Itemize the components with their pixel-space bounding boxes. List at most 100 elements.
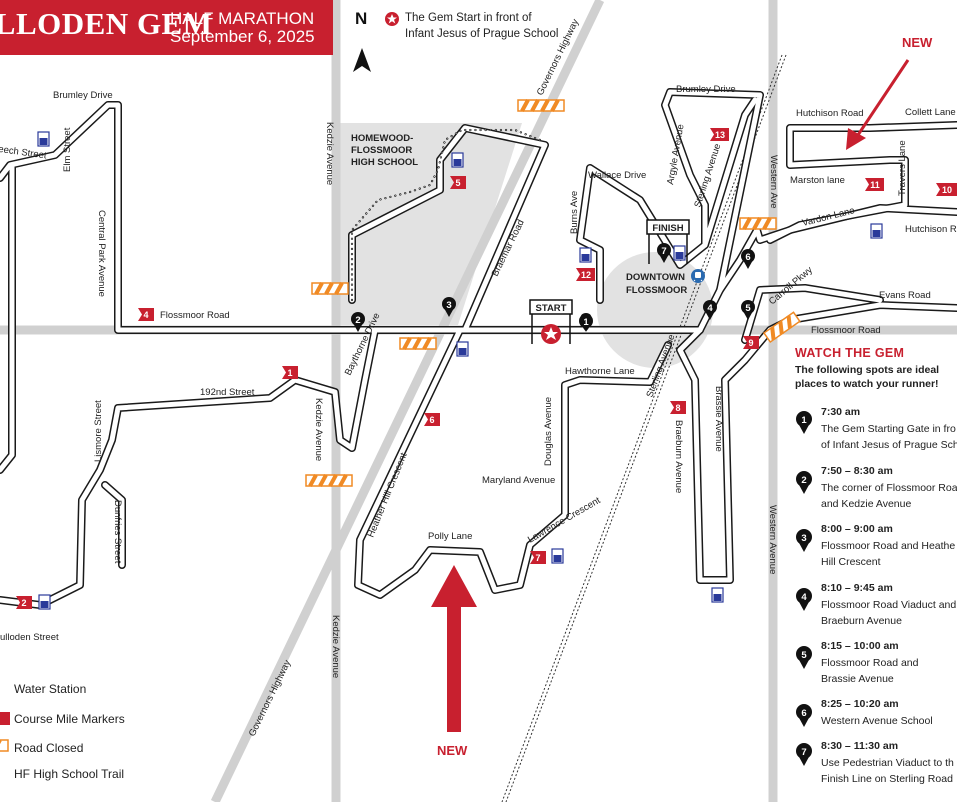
new-arrow-bottom [431, 565, 477, 732]
svg-text:6: 6 [429, 415, 434, 425]
svg-text:1: 1 [801, 415, 807, 426]
viewing-pin-2: 2 [351, 312, 365, 332]
new-arrow-top [846, 59, 910, 150]
legend-road-closed: Road Closed [14, 741, 84, 755]
svg-text:HIGH SCHOOL: HIGH SCHOOL [351, 157, 418, 168]
svg-text:Hutchison Road: Hutchison Road [796, 108, 864, 119]
svg-text:Lismore Street: Lismore Street [93, 400, 104, 462]
svg-text:Vardon Lane: Vardon Lane [801, 205, 856, 229]
watch-list-pins: 1 2 3 4 5 6 7 [796, 411, 812, 766]
svg-text:5: 5 [455, 178, 460, 188]
viewing-pin-1: 1 [579, 313, 593, 332]
svg-text:3: 3 [801, 533, 806, 544]
svg-text:Hutchison R: Hutchison R [905, 224, 957, 235]
downtown-area [597, 252, 713, 368]
mile-marker-1: 1 [282, 366, 298, 379]
mile-marker-9: 9 [743, 336, 759, 349]
viewing-pin-4: 4 [703, 300, 717, 320]
svg-text:Braeburn Avenue: Braeburn Avenue [673, 420, 684, 493]
mile-marker-10: 10 [936, 183, 957, 196]
watch-intro: The following spots are ideal places to … [795, 364, 940, 390]
legend-water: Water Station [14, 682, 87, 696]
start-gate: START [529, 299, 573, 344]
svg-text:Wallace Drive: Wallace Drive [588, 170, 646, 181]
north-label: N [355, 9, 368, 28]
svg-text:Flossmoor Road: Flossmoor Road [811, 325, 881, 336]
svg-text:Governors Highway: Governors Highway [247, 658, 294, 738]
svg-text:7: 7 [801, 747, 806, 758]
svg-text:HOMEWOOD-: HOMEWOOD- [351, 133, 413, 144]
mile-marker-4: 4 [138, 308, 154, 321]
mile-marker-6: 6 [424, 413, 440, 426]
svg-text:13: 13 [715, 130, 725, 140]
svg-text:Western Avenue: Western Avenue [767, 505, 778, 574]
viewing-pin-3: 3 [442, 297, 456, 317]
road-closed-markers [305, 99, 801, 487]
svg-text:Travers Lane: Travers Lane [897, 140, 908, 196]
mile-marker-13: 13 [710, 128, 729, 141]
mile-markers: 1 2 4 5 6 7 8 9 10 11 12 13 [16, 128, 957, 609]
svg-text:Western Ave: Western Ave [768, 155, 779, 209]
event-title: CULLODEN GEM [0, 6, 213, 41]
mile-marker-8: 8 [670, 401, 686, 414]
svg-text:7: 7 [535, 553, 540, 563]
svg-text:2: 2 [801, 475, 806, 486]
svg-text:Kedzie Avenue: Kedzie Avenue [313, 398, 324, 461]
event-subtitle: HALF MARATHON [170, 9, 315, 28]
svg-text:6: 6 [801, 708, 806, 719]
svg-text:Flossmoor Road: Flossmoor Road [160, 310, 230, 321]
svg-text:Brassie Avenue: Brassie Avenue [713, 386, 724, 452]
legend-icons [0, 712, 10, 752]
mile-marker-11: 11 [865, 178, 884, 191]
svg-text:1: 1 [287, 368, 292, 378]
svg-text:10: 10 [942, 185, 952, 195]
svg-text:5: 5 [745, 303, 751, 314]
svg-text:12: 12 [581, 270, 591, 280]
new-label-bottom: NEW [437, 743, 468, 758]
mile-marker-12: 12 [576, 268, 595, 281]
svg-text:Elm Street: Elm Street [62, 127, 73, 172]
svg-text:2: 2 [21, 598, 26, 608]
svg-text:7: 7 [661, 246, 666, 257]
svg-text:DOWNTOWN: DOWNTOWN [626, 272, 685, 283]
svg-text:Dunfries Street: Dunfries Street [112, 500, 123, 564]
hf-trail [350, 128, 542, 302]
svg-text:Brumley Drive: Brumley Drive [53, 90, 113, 101]
mile-marker-2: 2 [16, 596, 32, 609]
svg-text:FLOSSMOOR: FLOSSMOOR [351, 145, 412, 156]
place-labels: HOMEWOOD- FLOSSMOOR HIGH SCHOOL DOWNTOWN… [351, 133, 687, 296]
svg-text:9: 9 [748, 338, 753, 348]
start-note: The Gem Start in front of Infant Jesus o… [405, 12, 559, 40]
svg-text:Kedzie Avenue: Kedzie Avenue [324, 122, 335, 185]
train-station-icon [691, 269, 705, 283]
viewing-pins: 1 2 3 4 5 6 7 [351, 243, 755, 332]
high-school-area [338, 123, 522, 325]
water-stations [37, 131, 883, 610]
svg-text:Douglas Avenue: Douglas Avenue [543, 397, 554, 466]
svg-text:Brumley Drive: Brumley Drive [676, 84, 736, 95]
mile-marker-5: 5 [450, 176, 466, 189]
svg-text:ulloden Street: ulloden Street [0, 632, 59, 643]
mile-marker-7: 7 [530, 551, 546, 564]
svg-text:4: 4 [707, 303, 713, 314]
svg-text:4: 4 [801, 592, 807, 603]
svg-text:192nd Street: 192nd Street [200, 387, 255, 398]
viewing-pin-6: 6 [741, 249, 755, 269]
svg-text:4: 4 [143, 310, 148, 320]
svg-text:Marston lane: Marston lane [790, 175, 845, 186]
watch-panel: WATCH THE GEM The following spots are id… [795, 346, 957, 391]
svg-text:Polly Lane: Polly Lane [428, 531, 472, 542]
svg-text:START: START [536, 303, 567, 314]
svg-text:Maryland Avenue: Maryland Avenue [482, 475, 555, 486]
north-arrow-icon [353, 48, 371, 72]
svg-text:Hawthorne Lane: Hawthorne Lane [565, 366, 635, 377]
svg-text:FINISH: FINISH [652, 223, 683, 234]
svg-text:Collett Lane: Collett Lane [905, 107, 956, 118]
svg-text:Central Park Avenue: Central Park Avenue [96, 210, 107, 297]
svg-text:3: 3 [446, 300, 451, 311]
course-route [0, 88, 957, 609]
svg-text:1: 1 [583, 317, 589, 328]
